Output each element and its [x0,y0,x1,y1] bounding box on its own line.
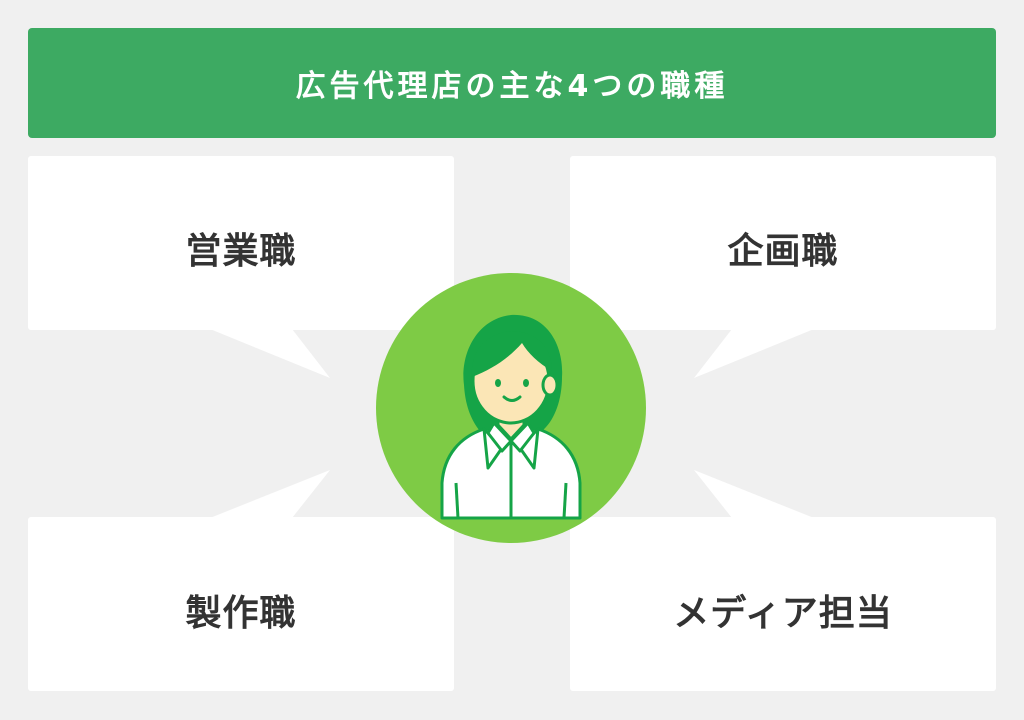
diagram-title: 広告代理店の主な4つの職種 [295,69,729,104]
speech-bubble-top-right [570,156,996,378]
person-avatar-icon [376,273,646,543]
speech-bubble-bottom-left [28,470,454,691]
speech-bubble-top-left [28,156,454,378]
speech-bubble-bottom-right [570,470,996,691]
role-label-planning: 企画職 [727,231,839,272]
role-label-media: メディア担当 [673,593,893,634]
role-label-production: 製作職 [185,593,297,634]
title-bar: 広告代理店の主な4つの職種 [28,28,996,138]
role-label-sales: 営業職 [185,231,297,272]
